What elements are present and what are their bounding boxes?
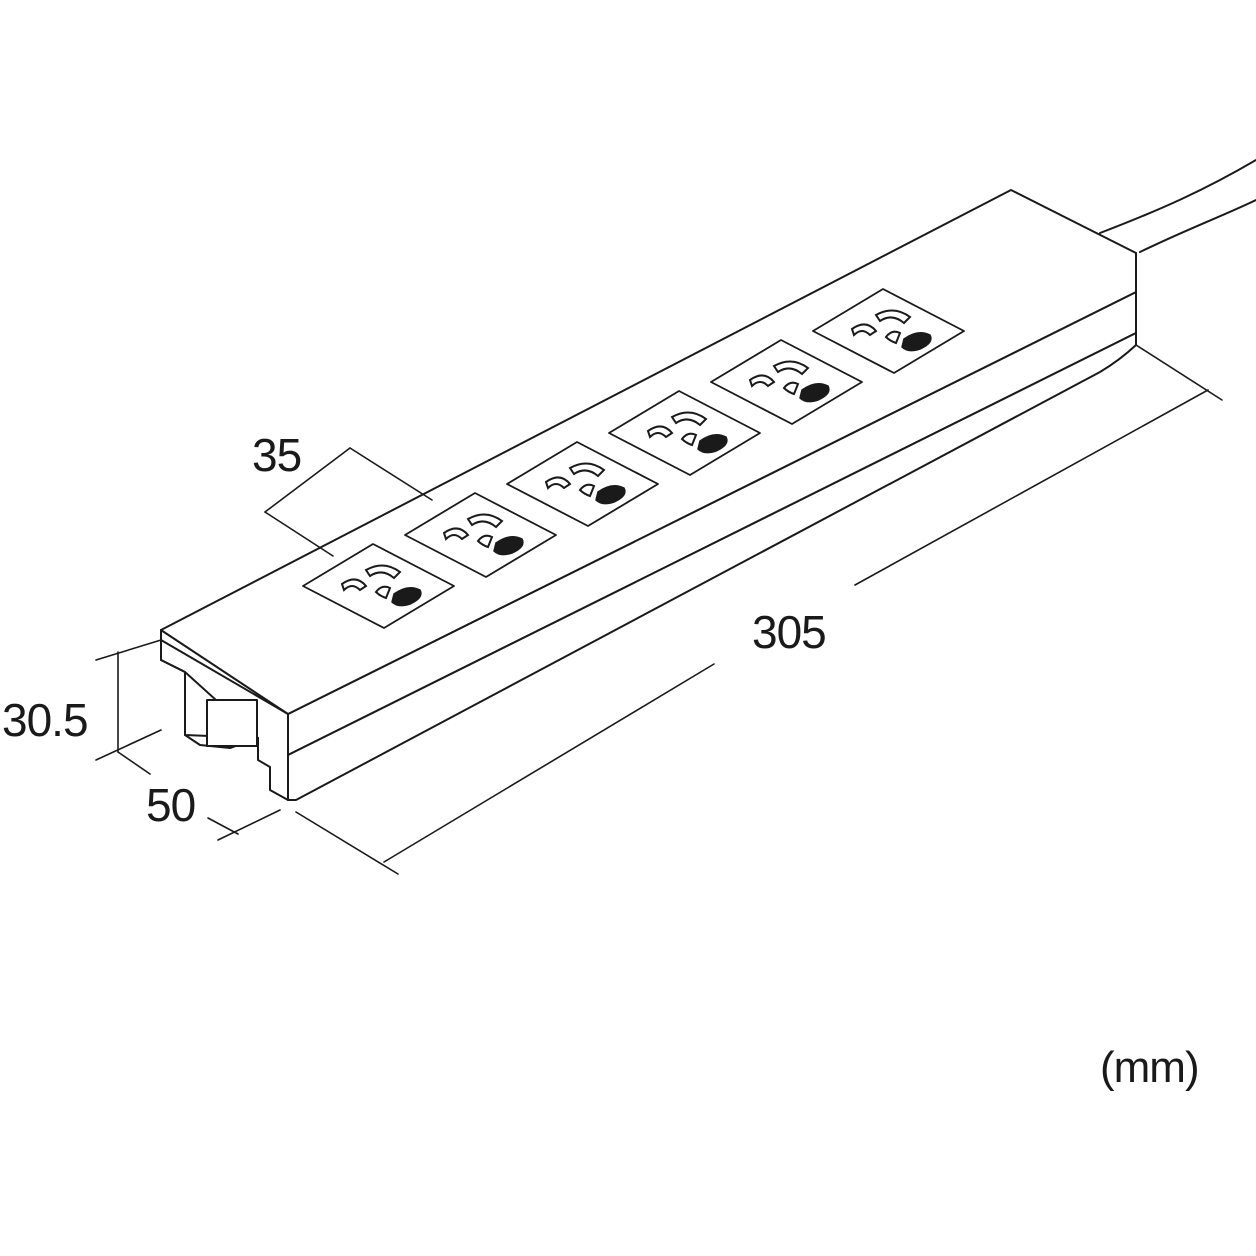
dim-width-line bbox=[207, 817, 239, 835]
length-label: 305 bbox=[752, 606, 827, 658]
outlet-group bbox=[302, 288, 965, 629]
power-cord bbox=[1099, 159, 1256, 253]
dim-outlet-ext-1 bbox=[264, 511, 334, 557]
dim-height-ext-2 bbox=[95, 729, 162, 761]
width-label: 50 bbox=[146, 779, 196, 831]
dim-width-ext-2 bbox=[217, 809, 281, 841]
unit-label: (mm) bbox=[1100, 1043, 1200, 1092]
switch-recess bbox=[206, 699, 258, 747]
dim-height-ext-1 bbox=[95, 639, 162, 661]
dim-length-line-a bbox=[383, 663, 715, 863]
outlet-2 bbox=[404, 492, 557, 578]
outlet-3 bbox=[506, 441, 659, 527]
dim-length-line-b bbox=[854, 389, 1209, 586]
dim-width-ext-1 bbox=[117, 751, 151, 775]
outlet-1 bbox=[302, 543, 455, 629]
dim-outlet-ext-2 bbox=[349, 447, 433, 501]
outlet-5 bbox=[710, 339, 863, 425]
outlet-6 bbox=[812, 288, 965, 374]
height-label: 30.5 bbox=[2, 694, 89, 746]
outlet-pitch-label: 35 bbox=[252, 429, 302, 481]
outlet-4 bbox=[608, 390, 761, 476]
dim-outlet-line bbox=[264, 447, 351, 513]
dim-length-ext-2 bbox=[1135, 344, 1223, 401]
dim-length-ext-1 bbox=[295, 811, 399, 875]
